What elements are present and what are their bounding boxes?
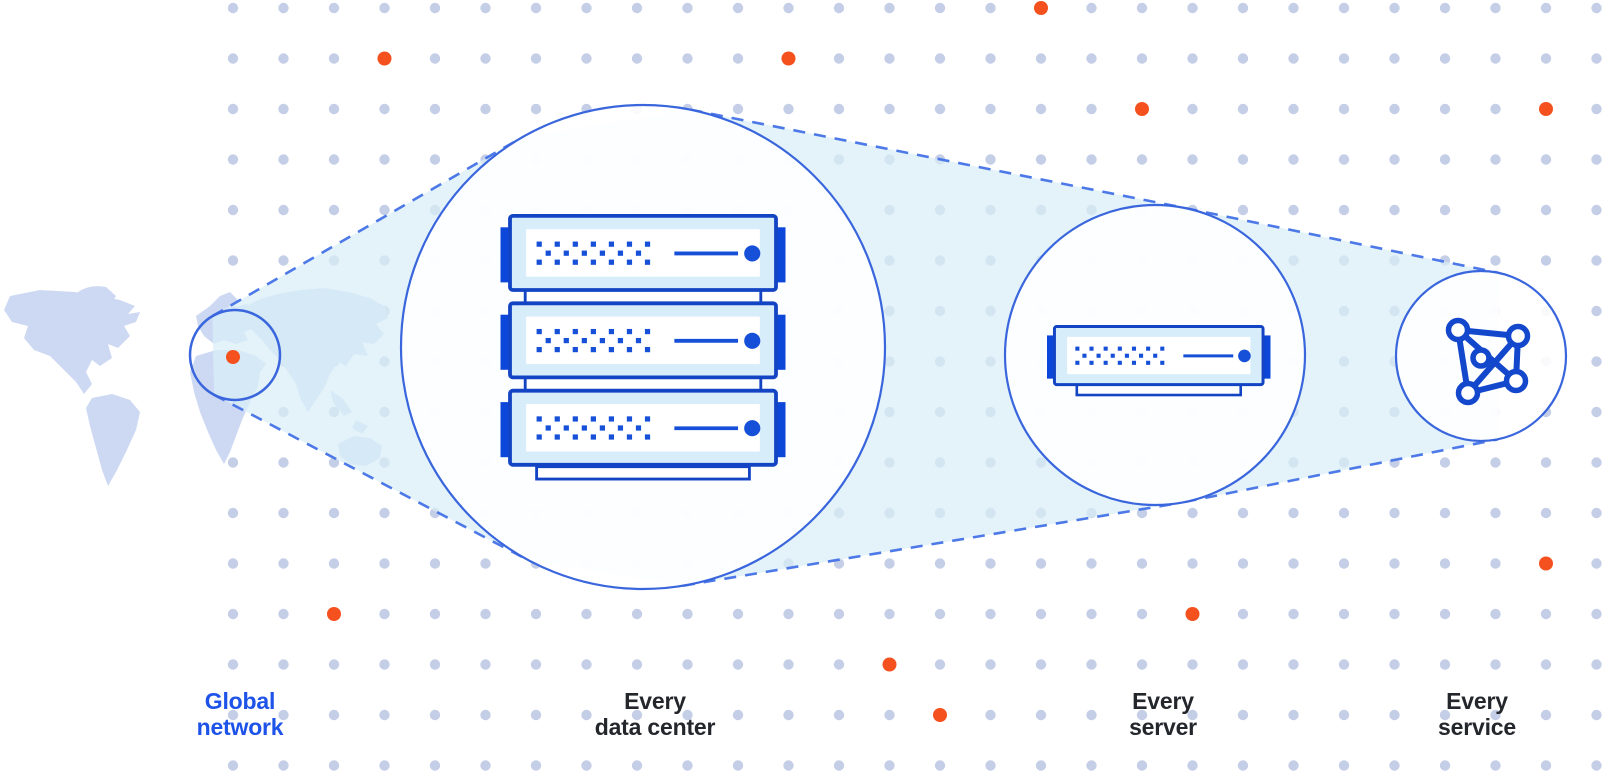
orange-dot — [327, 607, 341, 621]
orange-dot — [933, 708, 947, 722]
dashed-line-upper-3 — [1185, 206, 1499, 275]
network-mesh-nodes — [1445, 317, 1531, 406]
orange-accent-dots — [327, 1, 1553, 722]
label-every-service: Every service — [1438, 688, 1516, 740]
server-unit-1 — [498, 213, 788, 292]
orange-dot — [1135, 102, 1149, 116]
dashed-line-upper-1 — [211, 136, 523, 318]
orange-dot — [1539, 556, 1553, 571]
map-highlight-circle — [188, 308, 282, 402]
server-unit-3 — [498, 388, 788, 467]
rack-connector — [523, 288, 763, 305]
network-mesh-icon — [1445, 317, 1531, 406]
label-global-network: Global network — [196, 688, 284, 740]
dashed-line-lower-1 — [213, 393, 531, 563]
orange-dot — [882, 657, 897, 672]
server-pedestal — [1075, 383, 1243, 397]
dashed-tangent-lines — [211, 108, 1499, 587]
server-unit-2 — [498, 301, 788, 380]
orange-dot — [377, 51, 392, 66]
map-south-america — [86, 394, 140, 486]
orange-dot — [1185, 607, 1200, 621]
orange-dot — [1539, 102, 1553, 116]
rack-connector — [523, 375, 763, 393]
map-location-marker — [226, 350, 240, 364]
server-rack-icon — [498, 213, 788, 481]
dashed-line-lower-3 — [1184, 438, 1499, 504]
server-unit — [1045, 324, 1272, 387]
map-north-america — [4, 290, 140, 394]
server-icon — [1045, 324, 1272, 397]
orange-dot — [781, 51, 796, 66]
label-every-data-center: Every data center — [594, 688, 716, 740]
rack-pedestal — [535, 465, 751, 481]
label-every-server: Every server — [1129, 688, 1197, 740]
orange-dot — [1034, 1, 1048, 15]
